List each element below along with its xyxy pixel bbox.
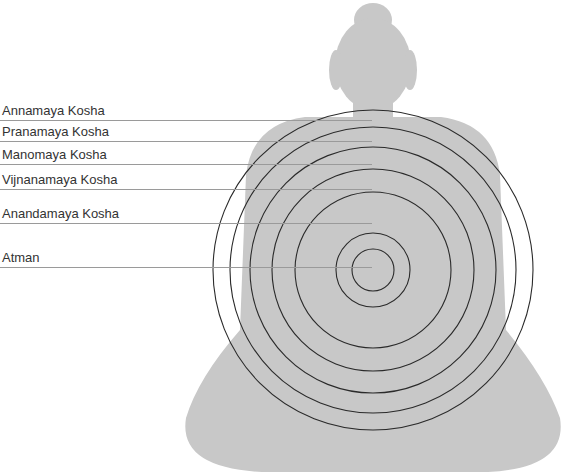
leader-lines <box>0 121 372 268</box>
buddha-silhouette <box>185 3 560 472</box>
kosha-label: Vijnanamaya Kosha <box>2 172 117 187</box>
kosha-label: Anandamaya Kosha <box>2 206 119 221</box>
kosha-circles <box>213 110 533 430</box>
kosha-label: Manomaya Kosha <box>2 147 107 162</box>
kosha-label: Pranamaya Kosha <box>2 124 109 139</box>
kosha-label: Annamaya Kosha <box>2 103 105 118</box>
kosha-label: Atman <box>2 250 40 265</box>
